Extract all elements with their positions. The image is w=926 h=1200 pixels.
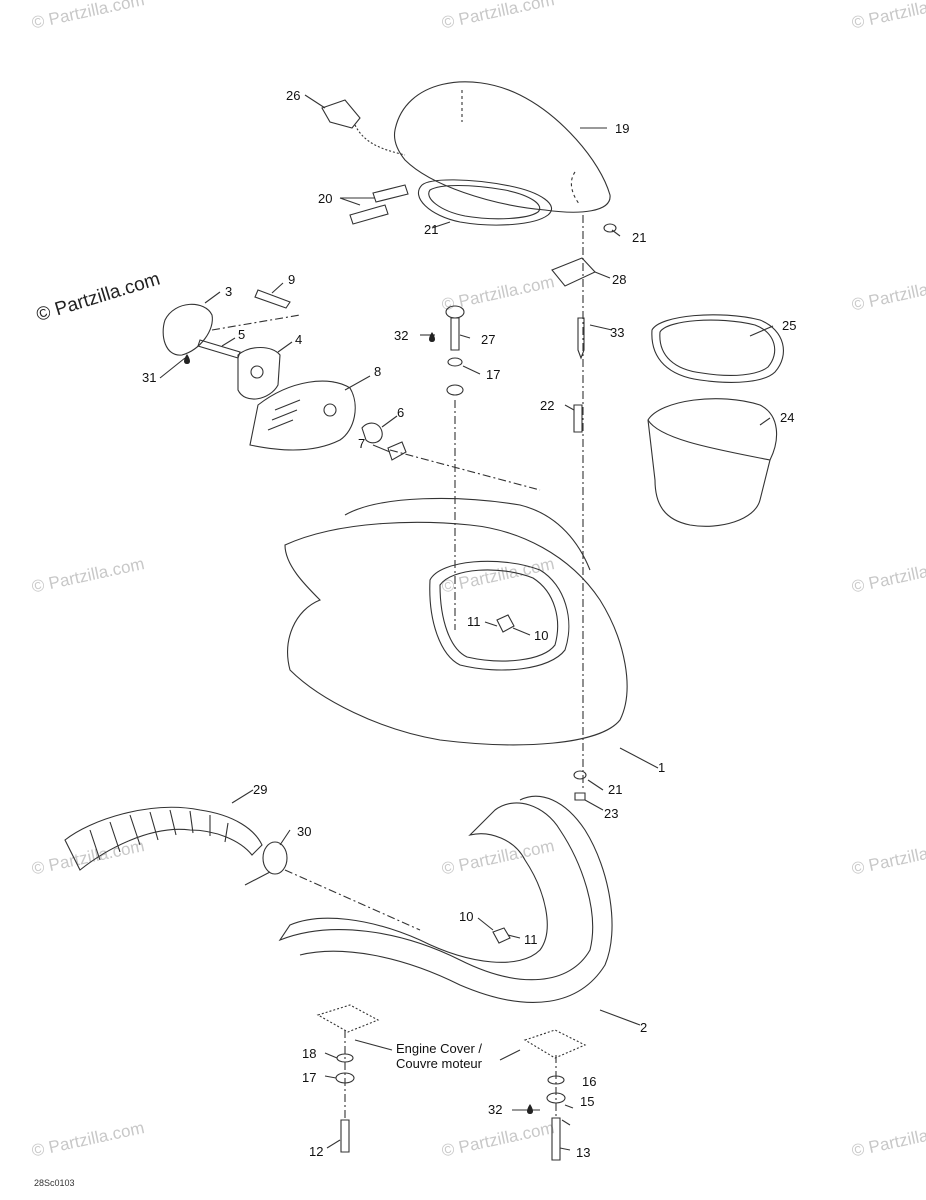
cover-part-3	[162, 303, 213, 356]
callout-21-lower: 21	[608, 782, 623, 797]
bolt-head-part-27	[445, 305, 465, 319]
engine-cover-part-2	[278, 802, 594, 981]
pad-right	[523, 1029, 587, 1059]
callout-11: 11	[467, 614, 481, 629]
callout-10: 10	[534, 628, 549, 643]
hinge-part-28	[551, 257, 596, 287]
callout-3: 3	[225, 284, 233, 299]
nut-part-10	[496, 614, 515, 633]
bolt-part-12	[340, 1119, 350, 1153]
plate-part-4	[237, 346, 281, 400]
clamp-part-30	[262, 841, 288, 875]
callout-8: 8	[374, 364, 382, 379]
strip-part-19b	[372, 184, 409, 203]
callout-12: 12	[309, 1144, 324, 1159]
callout-21: 21	[632, 230, 647, 245]
callout-31: 31	[142, 370, 157, 385]
screw-part-22	[573, 404, 583, 433]
clip-part-7	[387, 441, 407, 461]
callout-26: 26	[286, 88, 301, 103]
callout-16: 17	[302, 1070, 317, 1085]
drawing-code: 28Sc0103	[34, 1178, 75, 1188]
pin-part-9	[254, 289, 291, 309]
callout-33: 33	[610, 325, 625, 340]
callout-18: 19	[615, 121, 630, 136]
seat-frame-part-20	[417, 179, 553, 226]
hose-part-29	[64, 806, 263, 871]
bolt-part-13	[551, 1117, 561, 1161]
body-part-1	[284, 521, 628, 746]
caption-line-2: Couvre moteur	[396, 1056, 482, 1071]
callout-6: 6	[397, 405, 405, 420]
latch-part-26	[321, 99, 361, 129]
callout-29: 29	[253, 782, 268, 797]
callout-11-lower: 11	[524, 932, 538, 947]
screw-part-5	[197, 339, 241, 359]
callout-1: 1	[658, 760, 666, 775]
washer-part-21	[603, 223, 617, 233]
callout-4: 4	[295, 332, 303, 347]
seat-part-18	[393, 81, 611, 213]
callout-9: 9	[288, 272, 296, 287]
knob-part-6	[361, 422, 383, 444]
callout-25: 25	[782, 318, 797, 333]
callout-32: 32	[394, 328, 409, 343]
callout-19: 20	[318, 191, 333, 206]
callout-2: 2	[640, 1020, 648, 1035]
pad-left	[316, 1004, 380, 1033]
callout-32-lower: 32	[488, 1102, 503, 1117]
vent-part-8	[249, 380, 356, 451]
callout-30: 30	[297, 824, 312, 839]
strip-part-19	[349, 204, 389, 225]
callout-15: 16	[582, 1074, 597, 1089]
callout-10-lower: 10	[459, 909, 474, 924]
callout-17: 17	[486, 367, 501, 382]
callout-14: 15	[580, 1094, 595, 1109]
callout-7: 7	[358, 436, 366, 451]
callout-20: 21	[424, 222, 439, 237]
engine-cover-caption: Engine Cover / Couvre moteur	[396, 1041, 482, 1071]
callout-22: 22	[540, 398, 555, 413]
callout-24: 24	[780, 410, 795, 425]
callout-5: 5	[238, 327, 246, 342]
callout-27: 27	[481, 332, 496, 347]
callout-28: 28	[612, 272, 627, 287]
ring-part-25	[651, 314, 784, 383]
callout-13: 13	[576, 1145, 591, 1160]
callout-23: 23	[604, 806, 619, 821]
callout-17-lower: 18	[302, 1046, 317, 1061]
storage-bin-part-24	[647, 398, 778, 527]
caption-line-1: Engine Cover /	[396, 1041, 482, 1056]
